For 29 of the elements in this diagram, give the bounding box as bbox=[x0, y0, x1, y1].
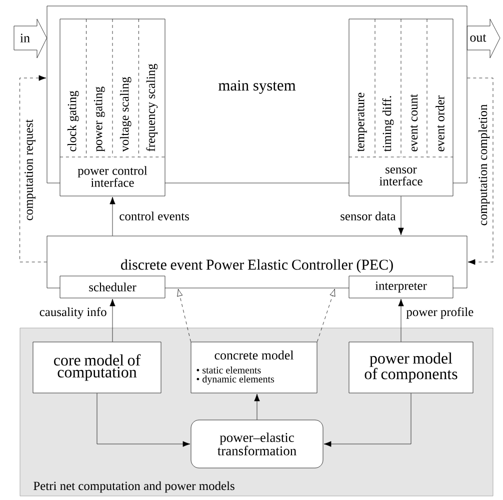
interface-box: clock gating power gating voltage scaling frequency scaling power control interface bbox=[60, 18, 166, 196]
block-arrow bbox=[14, 18, 47, 58]
transformation-box: power–elastic transformation bbox=[190, 420, 324, 468]
edge-label: causality info bbox=[40, 307, 106, 319]
arrow bbox=[324, 393, 412, 447]
edge-label: computation request bbox=[24, 119, 36, 220]
arrow bbox=[110, 196, 116, 236]
arrow bbox=[317, 288, 336, 342]
arrow bbox=[110, 298, 116, 342]
interface-box: temperature timing diff. event count event order sensor interface bbox=[348, 18, 454, 196]
arrow bbox=[398, 196, 404, 236]
arrow bbox=[96, 393, 190, 447]
edge-label: computation completion bbox=[478, 104, 490, 226]
block-arrow bbox=[467, 18, 500, 58]
arrow bbox=[467, 78, 494, 265]
model-box: core model of computation bbox=[32, 342, 162, 394]
arrow bbox=[398, 298, 404, 342]
interpreter-box: interpreter bbox=[348, 276, 454, 298]
arrow bbox=[20, 75, 47, 262]
edge-label: out bbox=[470, 34, 486, 42]
arrow bbox=[254, 394, 260, 420]
model-box: concrete model • static elements • dynamic elements bbox=[190, 342, 318, 394]
scheduler-box: scheduler bbox=[60, 276, 166, 298]
edge-label: in bbox=[20, 34, 30, 42]
model-box: power model of components bbox=[348, 342, 474, 394]
edge-label: sensor data bbox=[340, 212, 396, 220]
edge-label: control events bbox=[120, 212, 189, 220]
arrow bbox=[177, 288, 191, 342]
edge-label: power profile bbox=[406, 307, 474, 319]
